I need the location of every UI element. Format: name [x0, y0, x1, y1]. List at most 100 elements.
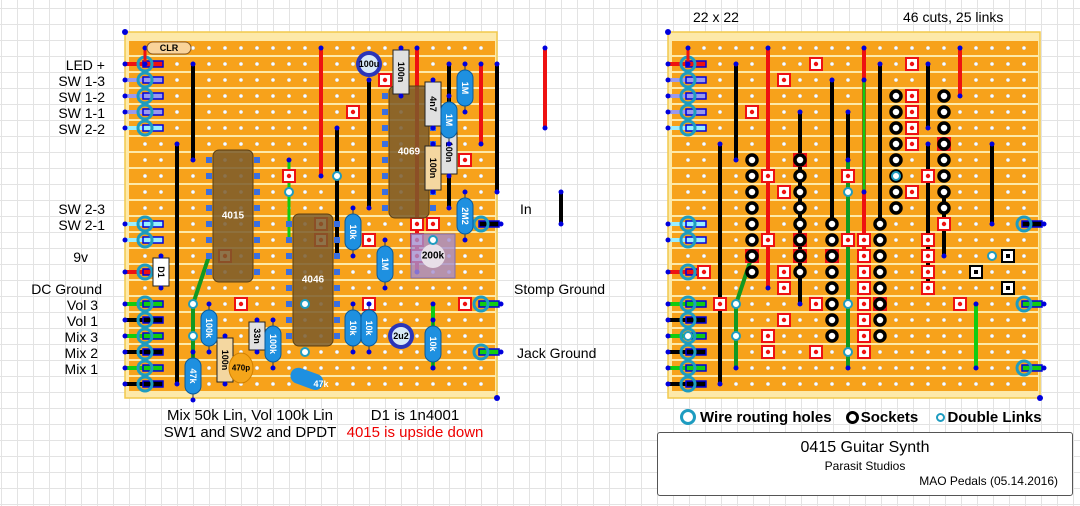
- socket-icon: [825, 217, 839, 231]
- wire-hole-icon: [679, 327, 697, 345]
- ic-4015-pin: [254, 221, 260, 227]
- right-hole: [893, 285, 899, 291]
- right-hole: [733, 189, 739, 195]
- right-hole: [861, 365, 867, 371]
- cap-100u-top: [360, 55, 378, 73]
- right-hole: [973, 109, 979, 115]
- label-stomp-ground: Stomp Ground: [514, 281, 606, 297]
- left-hole: [142, 253, 148, 259]
- right-hole: [989, 125, 995, 131]
- right-hole: [781, 93, 787, 99]
- res-10k-b-end: [350, 301, 356, 307]
- left-hole: [478, 173, 484, 179]
- left-hole: [366, 269, 372, 275]
- left-hole: [430, 285, 436, 291]
- res-10k-c-end: [366, 349, 372, 355]
- right-hole: [717, 45, 723, 51]
- res-47k-a-end: [190, 349, 196, 355]
- led-link-end: [142, 45, 148, 51]
- cut-dot: [813, 301, 819, 307]
- socket-icon: [873, 217, 887, 231]
- right-hole: [1005, 349, 1011, 355]
- left-hole: [446, 365, 452, 371]
- wire-hole-icon: [1015, 215, 1033, 233]
- cap-100u-label: 100u: [359, 59, 380, 69]
- left-hole: [206, 125, 212, 131]
- right-strip: [672, 89, 1038, 103]
- cut-dot: [925, 173, 931, 179]
- wire-hole-icon: [136, 119, 154, 137]
- right-hole: [909, 77, 915, 83]
- cut-dot: [861, 285, 867, 291]
- left-hole: [302, 125, 308, 131]
- left-hole: [190, 205, 196, 211]
- wire-hole-icon: [679, 375, 697, 393]
- ic-4069-pin: [382, 173, 388, 179]
- left-hole: [350, 381, 356, 387]
- left-hole: [158, 141, 164, 147]
- left-hole: [254, 93, 260, 99]
- power-link-end: [861, 45, 867, 51]
- left-hole: [462, 349, 468, 355]
- right-hole: [909, 237, 915, 243]
- left-hole: [350, 157, 356, 163]
- right-hole: [733, 237, 739, 243]
- clr-resistor: [146, 41, 192, 55]
- left-hole: [190, 237, 196, 243]
- socket-icon: [745, 169, 759, 183]
- right-hole: [781, 333, 787, 339]
- right-hole: [989, 285, 995, 291]
- right-hole: [781, 301, 787, 307]
- ic-4015-label: 4015: [222, 211, 245, 222]
- wire-hole-icon: [679, 215, 697, 233]
- right-hole: [781, 221, 787, 227]
- res-1m-b: [440, 101, 458, 139]
- socket-icon: [793, 249, 807, 263]
- ground-link: [191, 254, 211, 306]
- left-corner-dot: [494, 395, 500, 401]
- link-end: [989, 141, 995, 147]
- link-end: [989, 221, 995, 227]
- ic-4046-pin: [286, 301, 292, 307]
- right-hole: [877, 365, 883, 371]
- left-hole: [222, 285, 228, 291]
- right-hole: [813, 141, 819, 147]
- right-hole: [893, 221, 899, 227]
- right-hole: [909, 269, 915, 275]
- res-1m-c: [376, 245, 394, 283]
- right-hole: [973, 253, 979, 259]
- label-mix3: Mix 3: [64, 329, 98, 345]
- socket-icon: [825, 297, 839, 311]
- ground-link-end: [973, 365, 979, 371]
- right-hole: [989, 365, 995, 371]
- right-hole: [1005, 205, 1011, 211]
- right-hole: [1005, 93, 1011, 99]
- res-10k-d-end: [430, 365, 436, 371]
- trimmer-knob: [421, 244, 445, 268]
- cut-dot: [462, 157, 468, 163]
- left-hole: [142, 157, 148, 163]
- right-hole: [797, 349, 803, 355]
- right-hole: [733, 45, 739, 51]
- credit: MAO Pedals (05.14.2016): [919, 474, 1058, 488]
- link-end: [925, 141, 931, 147]
- socket-icon: [873, 233, 887, 247]
- wire-hole-icon: [680, 409, 696, 426]
- right-hole: [877, 349, 883, 355]
- left-hole: [270, 237, 276, 243]
- r-led-link-end: [685, 61, 691, 67]
- res-10k-a-end: [350, 253, 356, 259]
- right-hole: [749, 365, 755, 371]
- left-strip: [129, 57, 495, 71]
- left-hole: [446, 381, 452, 387]
- cut-link-count: 46 cuts, 25 links: [903, 9, 1004, 25]
- cut-dot: [238, 301, 244, 307]
- res-47k-a: [184, 357, 202, 395]
- right-strip: [672, 345, 1038, 359]
- left-hole: [174, 125, 180, 131]
- socket-icon: [825, 313, 839, 327]
- left-hole: [462, 141, 468, 147]
- ic-4015-pin: [206, 205, 212, 211]
- right-hole: [701, 45, 707, 51]
- right-hole: [781, 173, 787, 179]
